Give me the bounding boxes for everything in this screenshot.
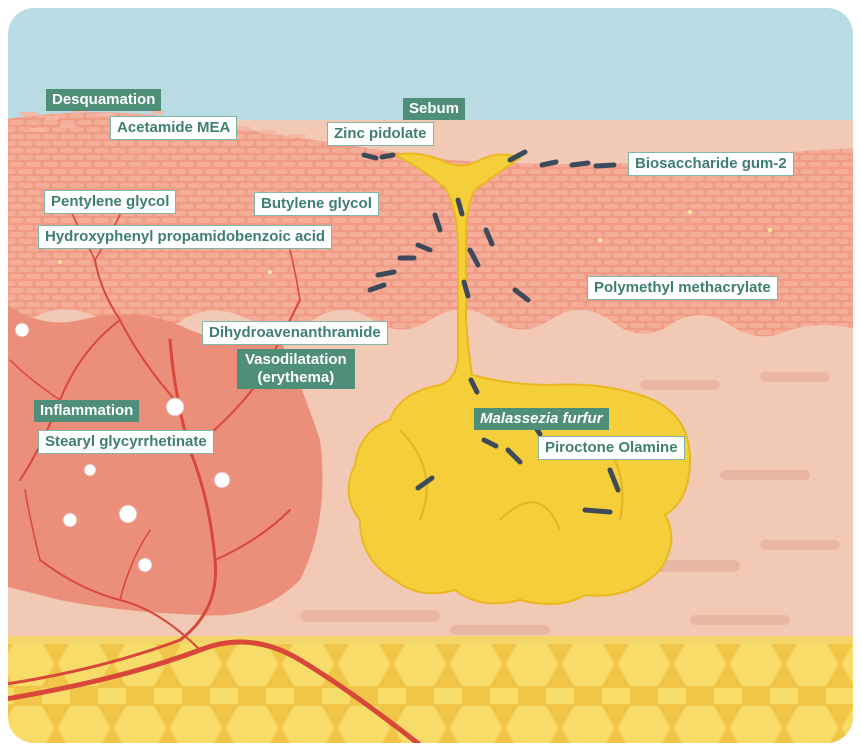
- label-polymethyl-methacrylate: Polymethyl methacrylate: [587, 276, 778, 300]
- label-zinc-pidolate: Zinc pidolate: [327, 122, 434, 146]
- label-inflammation: Inflammation: [34, 400, 139, 422]
- label-piroctone-olamine: Piroctone Olamine: [538, 436, 685, 460]
- label-vasodilatation-line1: Vasodilatation: [245, 351, 347, 369]
- label-malassezia-furfur: Malassezia furfur: [474, 408, 609, 430]
- label-dihydroavenanthramide: Dihydroavenanthramide: [202, 321, 388, 345]
- label-pentylene-glycol: Pentylene glycol: [44, 190, 176, 214]
- label-butylene-glycol: Butylene glycol: [254, 192, 379, 216]
- label-vasodilatation-line2: (erythema): [245, 369, 347, 387]
- label-biosaccharide-gum-2: Biosaccharide gum-2: [628, 152, 794, 176]
- label-hydroxyphenyl-propamidobenzoic-acid: Hydroxyphenyl propamidobenzoic acid: [38, 225, 332, 249]
- label-sebum: Sebum: [403, 98, 465, 120]
- label-acetamide-mea: Acetamide MEA: [110, 116, 237, 140]
- label-vasodilatation: Vasodilatation (erythema): [237, 349, 355, 389]
- label-stearyl-glycyrrhetinate: Stearyl glycyrrhetinate: [38, 430, 214, 454]
- label-desquamation: Desquamation: [46, 89, 161, 111]
- inflamed-area: [0, 300, 323, 616]
